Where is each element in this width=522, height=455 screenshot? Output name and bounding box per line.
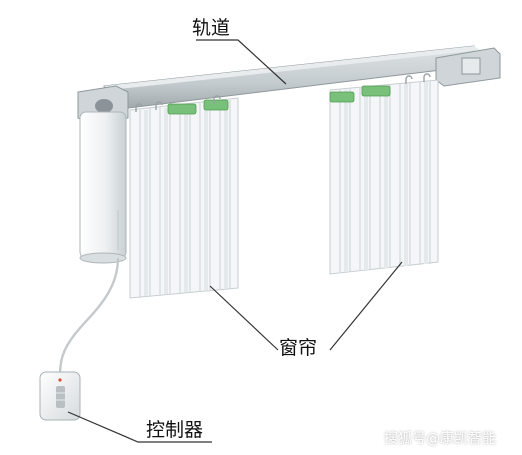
controller-leader-line	[67, 411, 212, 443]
curtain-leader-line-right	[329, 261, 403, 351]
curtain-leader-line-left	[209, 285, 279, 351]
left-curtain	[129, 97, 239, 299]
controller-label: 控制器	[146, 419, 204, 441]
motor	[79, 111, 127, 264]
controller-device	[39, 371, 81, 421]
curtain-label: 窗帘	[279, 337, 318, 359]
power-cable	[58, 257, 120, 375]
track-label: 轨道	[192, 17, 231, 39]
track-leader-line	[196, 39, 287, 85]
leader-lines	[67, 39, 403, 443]
watermark-text: 搜狐号@康凯智能	[384, 431, 496, 447]
curtain-gliders	[167, 85, 391, 115]
right-curtain	[329, 79, 439, 275]
curtain-hooks	[135, 73, 431, 112]
